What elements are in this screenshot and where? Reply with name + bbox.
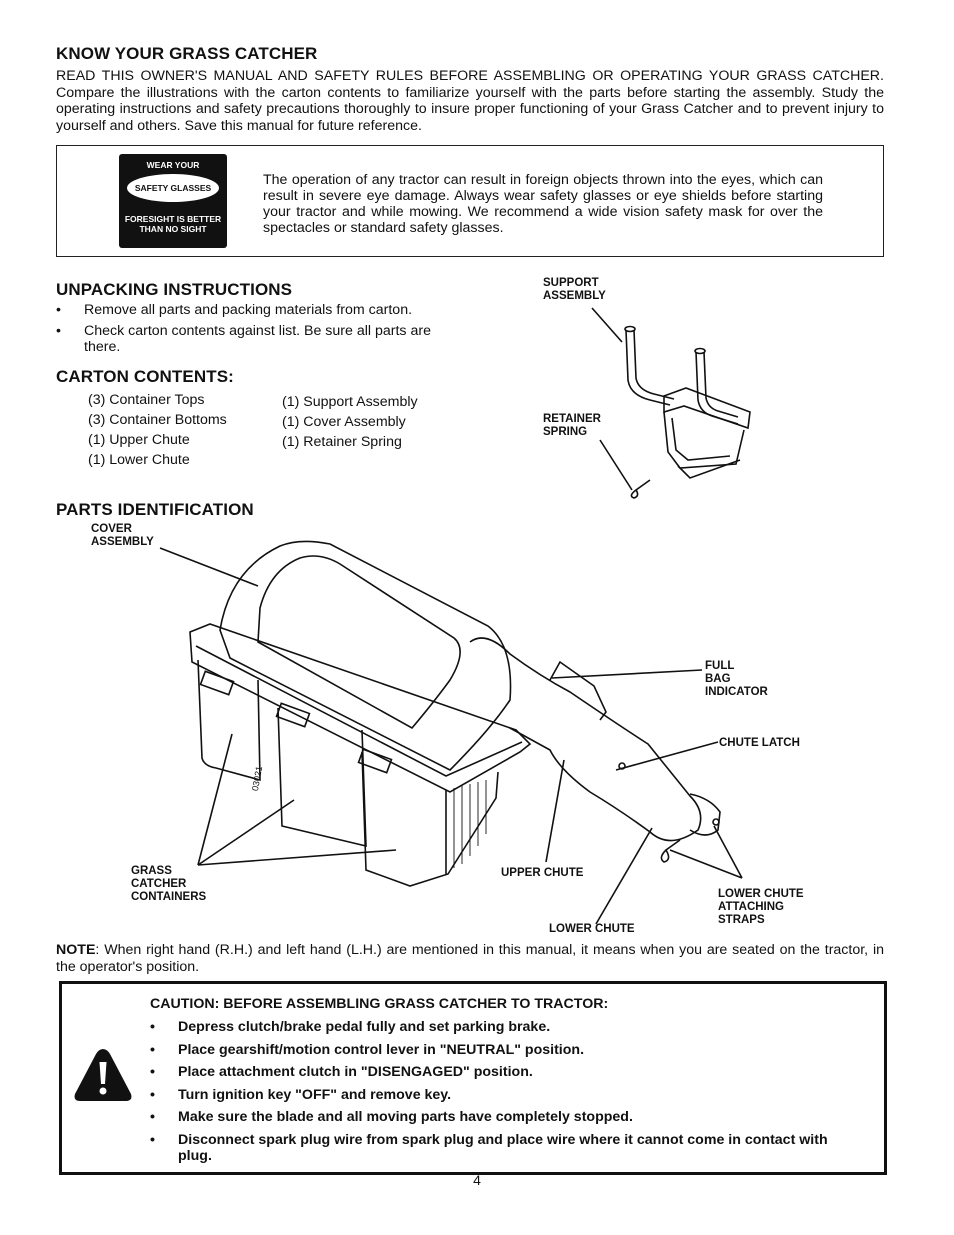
- list-item: (1) Upper Chute: [88, 432, 190, 448]
- caution-box: CAUTION: BEFORE ASSEMBLING GRASS CATCHER…: [59, 981, 887, 1175]
- bullet: •: [150, 1019, 155, 1035]
- list-item: (1) Retainer Spring: [282, 434, 402, 450]
- note-paragraph: NOTE: When right hand (R.H.) and left ha…: [56, 942, 884, 975]
- list-item: • Depress clutch/brake pedal fully and se…: [150, 1019, 850, 1035]
- list-item: (1) Support Assembly: [282, 394, 418, 410]
- know-heading: KNOW YOUR GRASS CATCHER: [56, 44, 318, 63]
- unpacking-item: Remove all parts and packing materials f…: [84, 302, 413, 318]
- upper-chute-label: UPPER CHUTE: [501, 867, 584, 879]
- safety-box: WEAR YOUR SAFETY GLASSES FORESIGHT IS BE…: [56, 145, 884, 257]
- lower-chute-straps-label: LOWER CHUTE ATTACHING STRAPS: [718, 888, 804, 927]
- bullet: •: [150, 1109, 155, 1125]
- safety-text: The operation of any tractor can result …: [263, 172, 823, 236]
- note-label: NOTE: [56, 942, 96, 958]
- badge-line4: THAN NO SIGHT: [139, 224, 207, 234]
- list-item: • Check carton contents against list. Be …: [56, 323, 456, 355]
- unpacking-list: • Remove all parts and packing materials …: [56, 302, 456, 360]
- safety-glasses-badge: WEAR YOUR SAFETY GLASSES FORESIGHT IS BE…: [119, 154, 227, 248]
- label-line: RETAINER: [543, 413, 601, 425]
- bullet: •: [150, 1131, 155, 1148]
- list-item: • Place gearshift/motion control lever in…: [150, 1042, 850, 1058]
- bullet: •: [56, 302, 61, 318]
- bullet: •: [56, 323, 61, 339]
- badge-line3: FORESIGHT IS BETTER: [124, 214, 222, 224]
- page-number: 4: [473, 1172, 481, 1188]
- badge-line1: WEAR YOUR: [146, 160, 200, 170]
- grass-catcher-containers-label: GRASS CATCHER CONTAINERS: [131, 865, 206, 904]
- list-item: (3) Container Bottoms: [88, 412, 227, 428]
- unpacking-item: Check carton contents against list. Be s…: [84, 323, 431, 355]
- label-line: ATTACHING: [718, 901, 785, 913]
- full-bag-indicator-label: FULL BAG INDICATOR: [705, 660, 768, 699]
- badge-bottom: FORESIGHT IS BETTER THAN NO SIGHT: [119, 214, 227, 234]
- label-line: SUPPORT: [543, 277, 599, 289]
- lower-chute-label: LOWER CHUTE: [549, 923, 635, 935]
- label-line: ASSEMBLY: [543, 290, 606, 302]
- list-item: • Make sure the blade and all moving part…: [150, 1109, 850, 1125]
- support-assembly-label: SUPPORT ASSEMBLY: [543, 277, 606, 303]
- caution-item: Disconnect spark plug wire from spark pl…: [178, 1131, 828, 1164]
- label-line: ASSEMBLY: [91, 536, 154, 548]
- label-line: CATCHER: [131, 878, 187, 890]
- bullet: •: [150, 1086, 155, 1103]
- caution-title: CAUTION: BEFORE ASSEMBLING GRASS CATCHER…: [150, 996, 609, 1012]
- label-line: CONTAINERS: [131, 891, 207, 903]
- label-line: STRAPS: [718, 914, 765, 926]
- warning-icon: [74, 1049, 132, 1101]
- note-text: : When right hand (R.H.) and left hand (…: [56, 942, 884, 975]
- chute-latch-label: CHUTE LATCH: [719, 737, 800, 749]
- list-item: (1) Cover Assembly: [282, 414, 406, 430]
- label-line: COVER: [91, 523, 132, 535]
- support-assembly-illustration: [591, 307, 751, 499]
- list-item: • Place attachment clutch in "DISENGAGED"…: [150, 1064, 850, 1080]
- bullet: •: [150, 1064, 155, 1080]
- list-item: (3) Container Tops: [88, 392, 205, 408]
- carton-col1: (3) Container Tops (3) Container Bottoms…: [88, 390, 227, 470]
- carton-col2: (1) Support Assembly (1) Cover Assembly …: [282, 392, 418, 452]
- retainer-spring-label: RETAINER SPRING: [543, 413, 601, 439]
- label-line: GRASS: [131, 865, 172, 877]
- caution-item: Depress clutch/brake pedal fully and set…: [178, 1019, 551, 1035]
- grass-catcher-illustration: [159, 540, 743, 925]
- caution-item: Turn ignition key "OFF" and remove key.: [178, 1086, 452, 1103]
- caution-list: • Depress clutch/brake pedal fully and se…: [150, 1019, 850, 1170]
- label-line: BAG: [705, 673, 731, 685]
- list-item: (1) Lower Chute: [88, 452, 190, 468]
- label-line: LOWER CHUTE: [718, 888, 804, 900]
- caution-item: Place gearshift/motion control lever in …: [178, 1041, 585, 1058]
- bullet: •: [150, 1041, 155, 1058]
- parts-heading: PARTS IDENTIFICATION: [56, 500, 254, 519]
- intro-paragraph: READ THIS OWNER'S MANUAL AND SAFETY RULE…: [56, 68, 884, 134]
- label-line: INDICATOR: [705, 686, 768, 698]
- carton-heading: CARTON CONTENTS:: [56, 367, 234, 386]
- unpacking-heading: UNPACKING INSTRUCTIONS: [56, 280, 293, 299]
- caution-item: Make sure the blade and all moving parts…: [178, 1109, 633, 1125]
- label-line: SPRING: [543, 426, 588, 438]
- label-line: FULL: [705, 660, 735, 672]
- list-item: • Disconnect spark plug wire from spark p…: [150, 1132, 850, 1164]
- list-item: • Turn ignition key "OFF" and remove key.: [150, 1087, 850, 1103]
- list-item: • Remove all parts and packing materials …: [56, 302, 456, 318]
- caution-item: Place attachment clutch in "DISENGAGED" …: [178, 1064, 533, 1080]
- cover-assembly-label: COVER ASSEMBLY: [91, 523, 154, 549]
- badge-line2: SAFETY GLASSES: [127, 174, 219, 202]
